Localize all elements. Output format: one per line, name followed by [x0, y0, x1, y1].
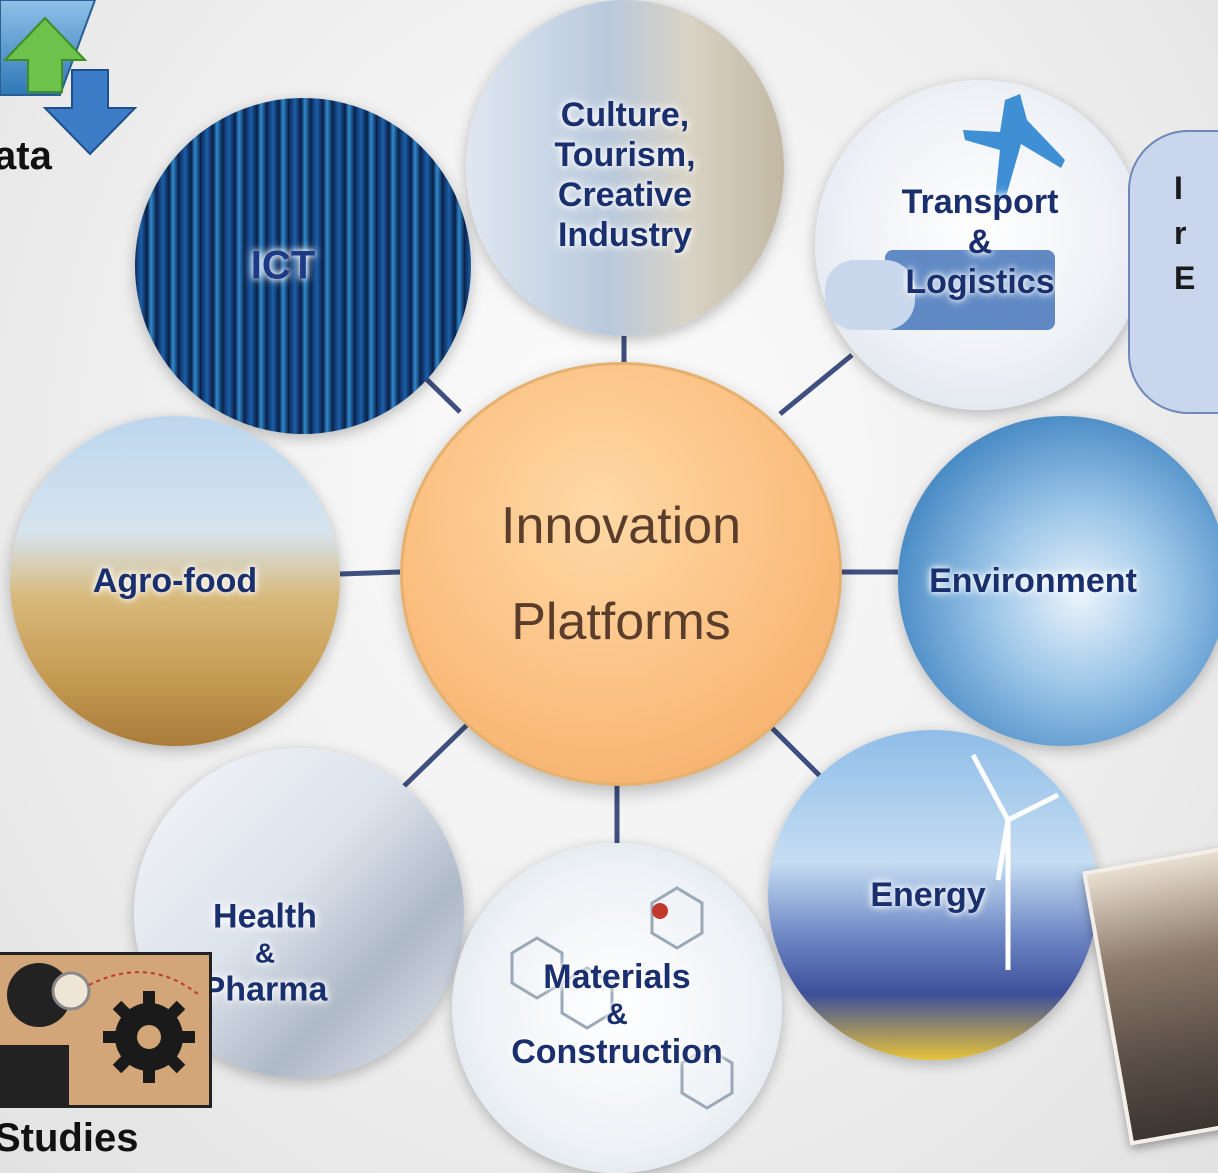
connector-agro [339, 569, 401, 577]
node-agro-food: Agro-food [10, 416, 340, 746]
connector-health [398, 720, 472, 792]
callout-cloud-fragment: I r E [1128, 130, 1218, 414]
node-environment: Environment [898, 416, 1218, 746]
cloud-text: I r E [1174, 170, 1196, 296]
connector-energy [764, 720, 824, 780]
studies-gears-icon [0, 952, 212, 1108]
node-culture: Culture, Tourism, Creative Industry [466, 0, 784, 336]
node-environment-label: Environment [929, 561, 1137, 600]
node-materials: Materials & Construction [452, 843, 782, 1173]
node-ict: ICT [135, 98, 471, 434]
data-label-fragment: ata [0, 134, 52, 178]
hub-innovation-platforms: Innovation Platforms [400, 362, 842, 786]
hub-label: Innovation Platforms [501, 496, 741, 651]
node-materials-label: Materials & Construction [511, 957, 723, 1072]
node-energy: Energy [768, 730, 1098, 1060]
node-energy-label: Energy [870, 875, 986, 914]
connector-transport [778, 353, 854, 416]
node-culture-label: Culture, Tourism, Creative Industry [554, 95, 696, 254]
node-health-label: Health & Pharma [202, 896, 328, 1009]
gear-icon [0, 963, 200, 1105]
studies-label-fragment: Studies [0, 1116, 139, 1160]
vehicles-icon [825, 94, 1065, 330]
node-transport-label: Transport & Logistics [901, 182, 1059, 301]
node-ict-label: ICT [250, 243, 316, 288]
wind-turbine-icon [970, 753, 1060, 970]
molecule-icon [510, 886, 734, 1110]
node-agro-food-label: Agro-food [92, 561, 258, 600]
node-transport: Transport & Logistics [815, 80, 1145, 410]
